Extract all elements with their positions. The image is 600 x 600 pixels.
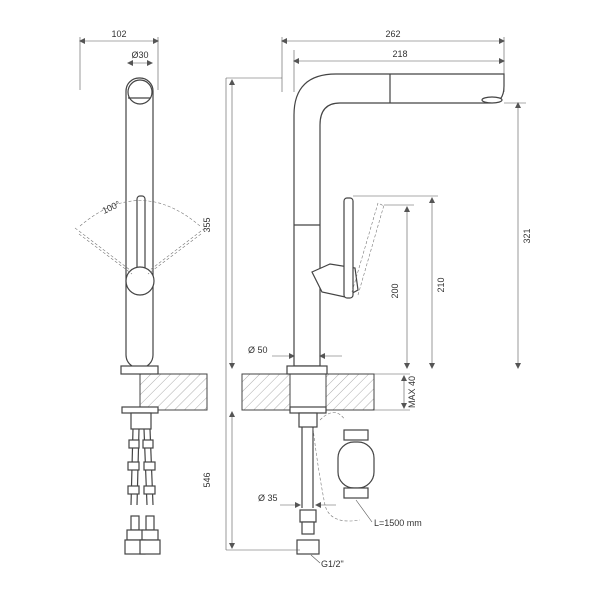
countertop-section-left xyxy=(241,373,291,411)
lever-right-position xyxy=(147,233,202,275)
front-view: 262 218 355 321 210 200 Ø 50 xyxy=(202,29,532,569)
dim-diameter-label: Ø30 xyxy=(131,50,148,60)
hose-fitting xyxy=(301,521,315,535)
dim-overall-width-label: 262 xyxy=(385,29,400,39)
countertop-section-right xyxy=(325,373,375,411)
handle-open-position xyxy=(351,202,379,293)
spout-head-side xyxy=(127,79,153,105)
dim-height-label: 355 xyxy=(202,217,212,232)
dim-deck-thickness-label: MAX 40 xyxy=(407,376,417,408)
spray-head-outlet xyxy=(481,96,503,104)
faucet-spout-front xyxy=(293,73,505,367)
dim-handle-height-label: 210 xyxy=(436,277,446,292)
pullout-hose-label: L=1500 mm xyxy=(374,518,422,528)
dim-spout-height-label: 321 xyxy=(522,228,532,243)
handle-lever xyxy=(343,197,354,299)
lever-right-position xyxy=(149,227,206,271)
mounting-nut-side xyxy=(121,406,159,414)
hose-connector xyxy=(296,539,320,555)
handle-open-position xyxy=(357,204,385,296)
pullout-hose-loop xyxy=(319,412,346,421)
countertop-section xyxy=(139,373,208,411)
dim-hose-length-label: 546 xyxy=(202,472,212,487)
dim-spout-length-label: 218 xyxy=(392,49,407,59)
side-view: 102 Ø30 100° xyxy=(74,29,208,555)
dim-base-diameter-label: Ø 50 xyxy=(248,345,268,355)
lever-side xyxy=(136,195,146,275)
counterweight xyxy=(337,429,375,499)
hose-fitting xyxy=(299,509,317,523)
lever-knob-side xyxy=(125,266,155,296)
mounting-shank-front xyxy=(298,412,318,428)
dim-angle-label: 100° xyxy=(101,199,122,216)
supply-hoses-side xyxy=(124,428,161,555)
leader-line xyxy=(310,554,321,564)
mounting-shank-side xyxy=(130,412,152,430)
lever-left-position xyxy=(74,227,131,271)
dim-body-height-label: 200 xyxy=(390,283,400,298)
mounting-nut-front xyxy=(289,406,327,414)
handle-open-tip xyxy=(379,203,385,207)
dim-hose-diameter-label: Ø 35 xyxy=(258,493,278,503)
lever-left-position xyxy=(78,233,133,275)
dim-width-label: 102 xyxy=(111,29,126,39)
rotation-arc xyxy=(79,200,201,227)
base-flange-front xyxy=(286,365,328,375)
leader-line xyxy=(355,499,373,523)
connection-label: G1/2" xyxy=(321,559,344,569)
base-flange-side xyxy=(120,365,159,375)
